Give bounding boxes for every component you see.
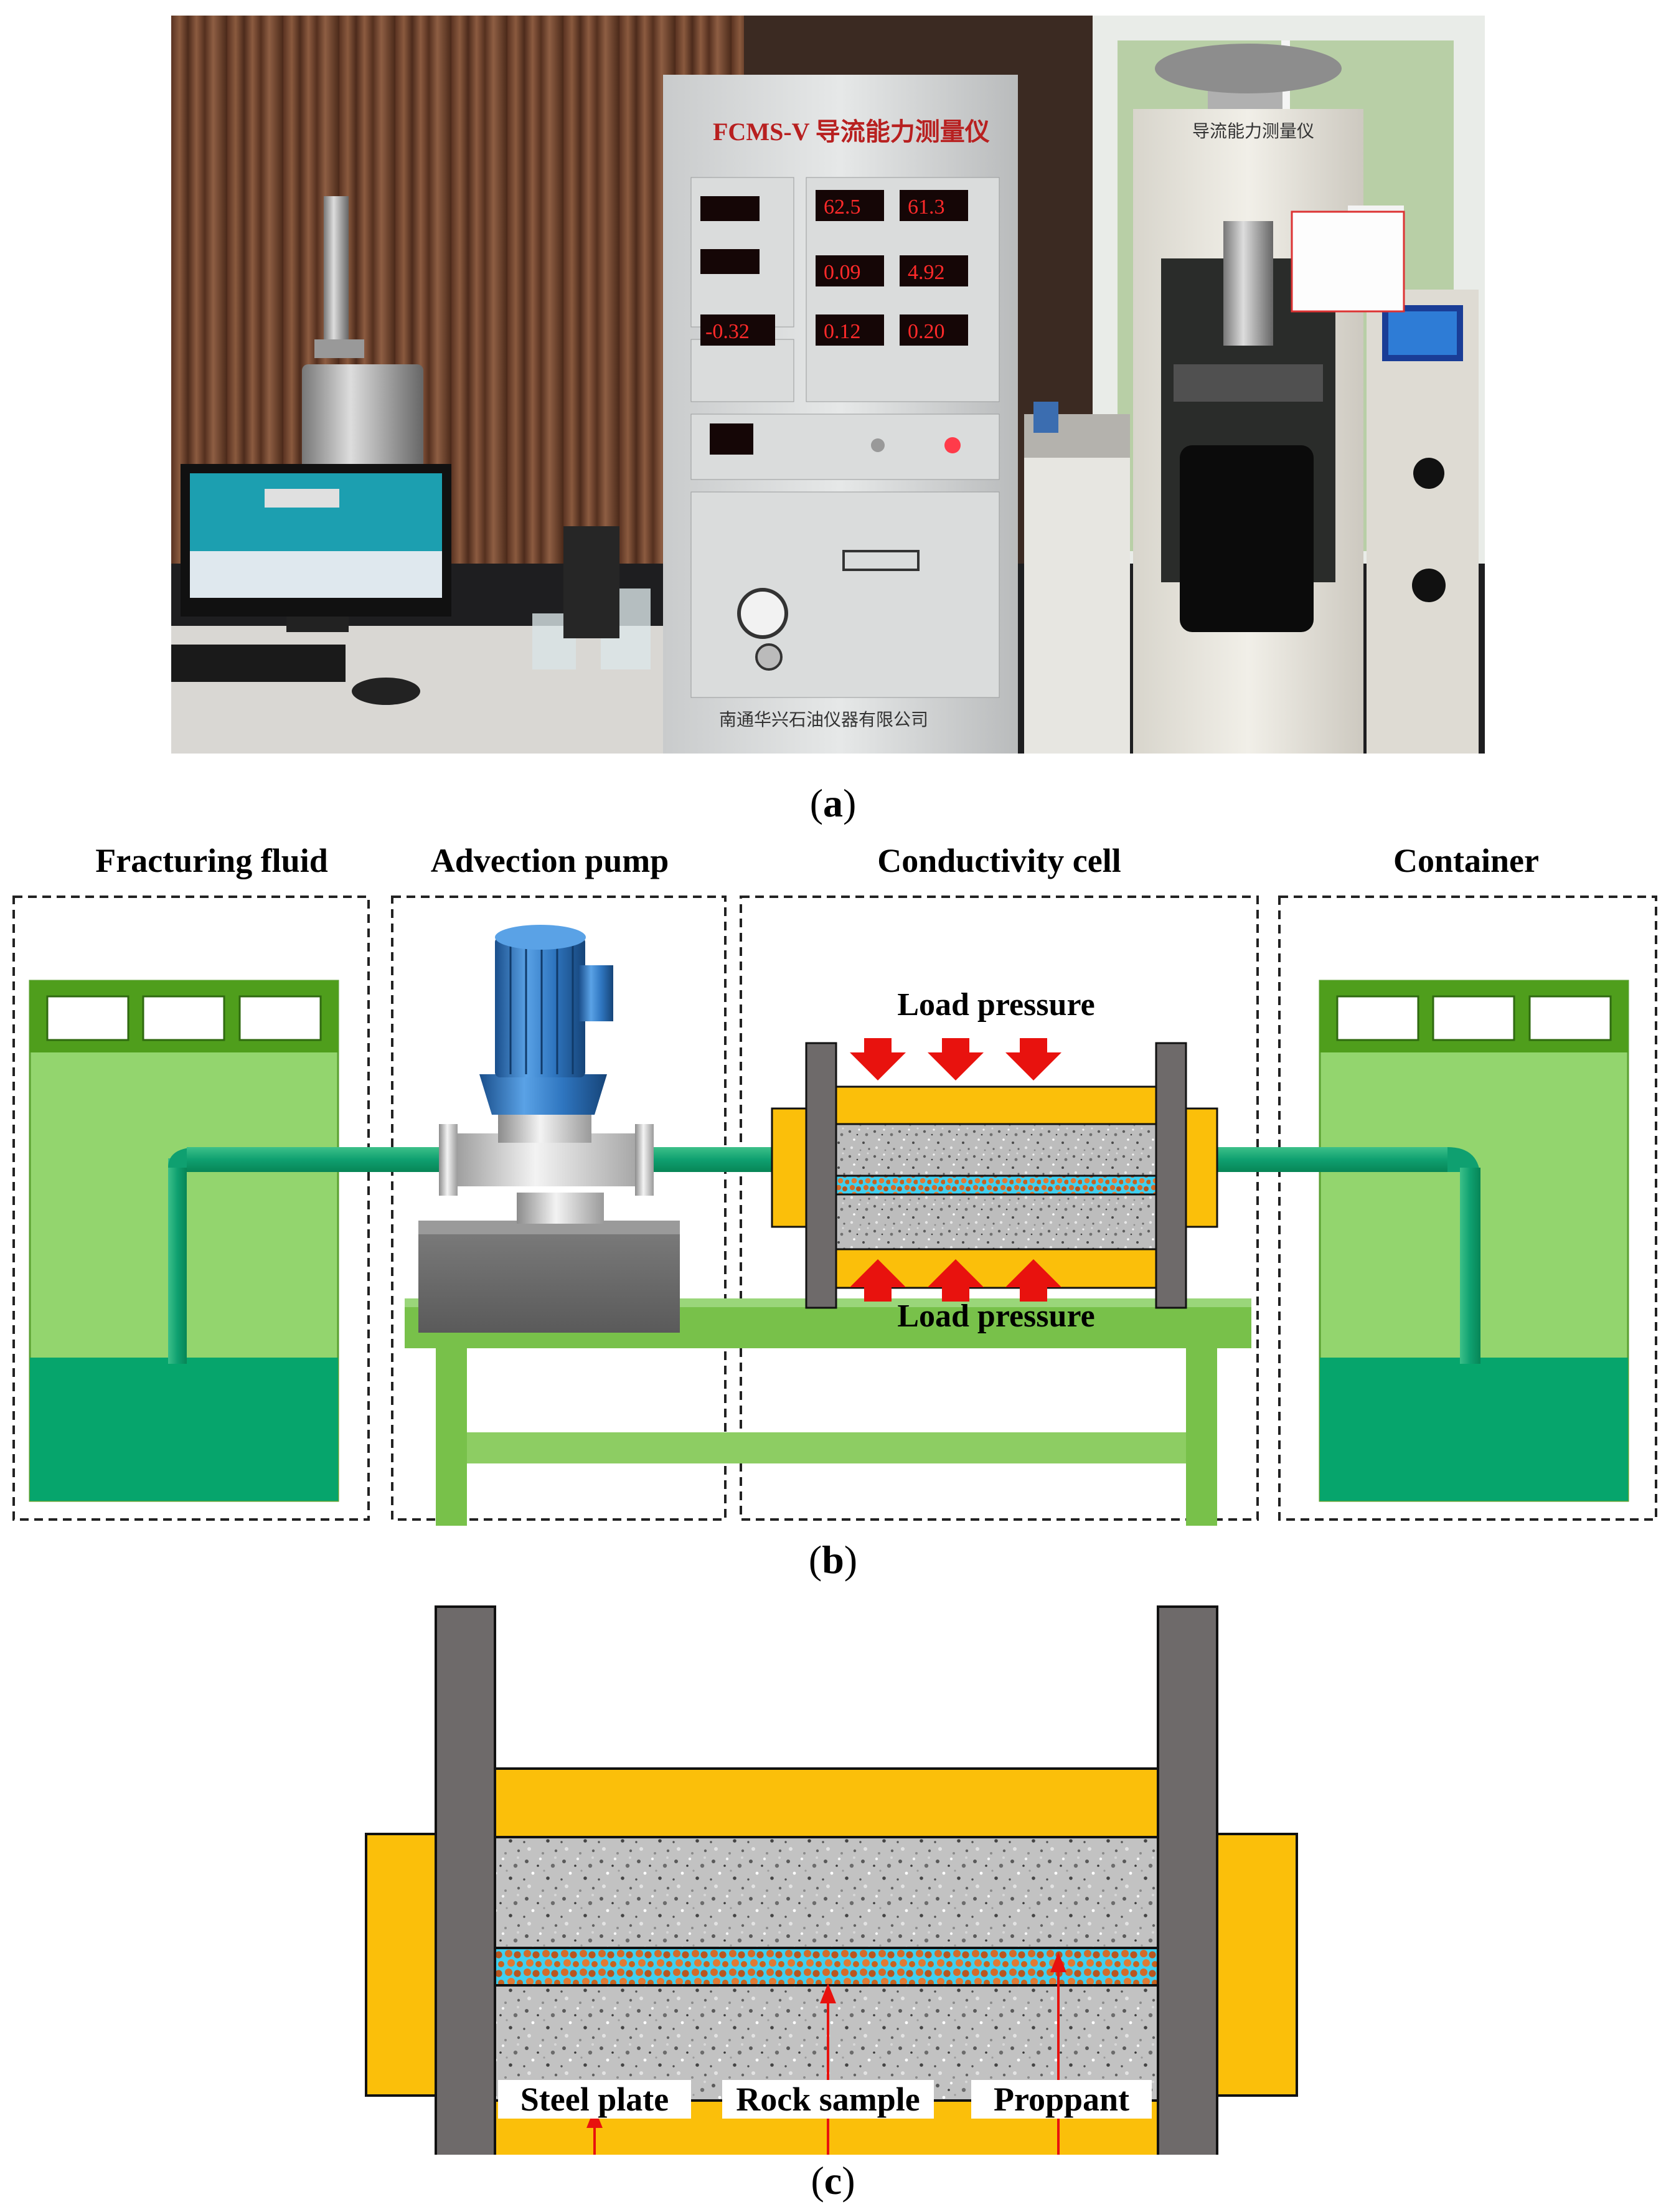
container-window-1 [1336, 995, 1419, 1041]
advection-pump [418, 925, 680, 1333]
caption-b: (b) [808, 1538, 858, 1582]
manufacturer-label: 南通华兴石油仪器有限公司 [719, 710, 928, 730]
table-crossbar [467, 1432, 1186, 1463]
pump-base [418, 1221, 680, 1333]
display-0 [700, 314, 775, 346]
label-steel-plate: Steel plate [498, 2080, 691, 2119]
container-window-3 [1528, 995, 1612, 1041]
cell-bottom-rock [835, 1193, 1157, 1250]
label-proppant: Proppant [971, 2080, 1152, 2119]
flow-schematic: Fracturing fluid Advection pump Conducti… [12, 842, 1657, 1526]
piston [1223, 221, 1273, 346]
svg-text:0.12: 0.12 [824, 320, 861, 343]
top-steel-plate [494, 1767, 1159, 1838]
tank-window-1 [46, 995, 129, 1041]
cell-top-steel [835, 1085, 1157, 1125]
arrow-down-2 [928, 1038, 984, 1080]
container-liquid [1320, 1358, 1628, 1501]
knob-1 [1413, 458, 1444, 489]
handwheel [1155, 44, 1342, 93]
cell-end-plate-left [805, 1042, 837, 1309]
label-rock-sample: Rock sample [722, 2080, 934, 2119]
distiller-column [324, 196, 349, 352]
display-grid: 62.5 61.3 0.09 4.92 0.12 0.20 -0.32 [690, 177, 1000, 402]
svg-text:0.09: 0.09 [824, 261, 861, 284]
fracturing-fluid-liquid [30, 1358, 338, 1501]
side-cap-right [1215, 1833, 1298, 2097]
tank-window-3 [238, 995, 322, 1041]
flow-schematic-plate [690, 491, 1000, 698]
label-conductivity-cell: Conductivity cell [877, 842, 1121, 879]
keyboard [171, 645, 346, 682]
knob-2 [1412, 569, 1446, 602]
mouse [352, 678, 420, 705]
box-fracturing-fluid [12, 896, 370, 1521]
panel-b-schematic: Fracturing fluid Advection pump Conducti… [0, 828, 1666, 1532]
pump-motor [495, 937, 585, 1077]
load-pressure-bottom-label: Load pressure [897, 1298, 1094, 1334]
box-advection-pump [391, 896, 727, 1521]
lab-photo: FCMS-V 导流能力测量仪 62.5 61.3 0.09 4.92 0.12 … [171, 16, 1485, 754]
indicator-lamp [944, 437, 961, 453]
pipe-outlet [1217, 1147, 1447, 1172]
pipe-inlet [187, 1147, 458, 1172]
pump-motor-flange [479, 1074, 607, 1115]
display-5 [816, 314, 884, 346]
svg-text:导流能力测量仪: 导流能力测量仪 [1192, 121, 1314, 141]
side-cap-left [365, 1833, 448, 2097]
display-2 [900, 190, 968, 221]
arrow-up-1 [850, 1259, 906, 1302]
display-4 [900, 255, 968, 286]
tank-window-2 [142, 995, 225, 1041]
pump-housing [439, 1133, 654, 1186]
box-conductivity-cell [740, 896, 1259, 1521]
cell-proppant [835, 1175, 1157, 1196]
arrow-down-3 [1005, 1038, 1061, 1080]
arrow-down-1 [850, 1038, 906, 1080]
svg-text:0.20: 0.20 [908, 320, 945, 343]
svg-text:-0.32: -0.32 [705, 320, 750, 343]
display-3 [816, 255, 884, 286]
pipe-pump-cell [641, 1147, 772, 1172]
label-advection-pump: Advection pump [431, 842, 669, 879]
arrow-up-3 [1005, 1259, 1061, 1302]
caption-a: (a) [809, 781, 857, 825]
load-arrows [850, 1038, 1061, 1302]
press-control-panel [1367, 290, 1479, 754]
section-boxes [12, 896, 1657, 1521]
pressure-gauge [737, 588, 788, 639]
end-plate-right [1157, 1605, 1218, 2184]
display-1 [816, 190, 884, 221]
panel-c-cell-detail [0, 1594, 1666, 2184]
cell-top-rock [835, 1123, 1157, 1178]
container-window-2 [1432, 995, 1515, 1041]
load-pressure-top-label: Load pressure [897, 987, 1094, 1023]
svg-text:62.5: 62.5 [824, 196, 861, 219]
top-rock-sample [494, 1836, 1159, 1950]
container-tank [1319, 980, 1629, 1502]
svg-text:61.3: 61.3 [908, 196, 945, 219]
label-container: Container [1393, 842, 1539, 879]
pipes [168, 1147, 1480, 1364]
end-plate-left [435, 1605, 496, 2184]
label-fracturing-fluid: Fracturing fluid [95, 842, 328, 879]
instrument-title: FCMS-V 导流能力测量仪 [713, 118, 990, 146]
panel-a-photo: FCMS-V 导流能力测量仪 62.5 61.3 0.09 4.92 0.12 … [171, 16, 1485, 754]
valve-box [1024, 451, 1130, 754]
svg-text:4.92: 4.92 [908, 261, 945, 284]
cell-cross-section [365, 1605, 1298, 2184]
load-cell [1180, 445, 1314, 632]
box-container [1278, 896, 1657, 1521]
conductivity-cell [771, 1042, 1218, 1309]
caption-c: (c) [811, 2158, 855, 2203]
cell-end-plate-right [1155, 1042, 1187, 1309]
arrow-up-2 [928, 1259, 984, 1302]
display-6 [900, 314, 968, 346]
